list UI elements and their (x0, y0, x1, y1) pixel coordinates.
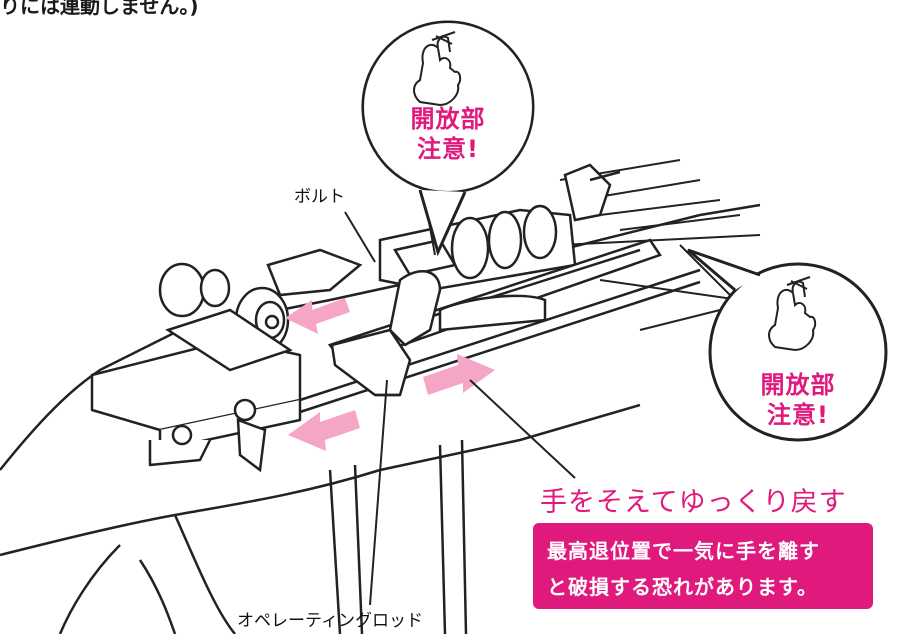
front-block (563, 163, 621, 222)
callout-2-text: 開放部 注意! (748, 370, 848, 430)
arrow-right (423, 354, 495, 395)
bolt-assembly (266, 204, 577, 297)
lower-parts (171, 398, 267, 473)
op-rod-leader (369, 379, 388, 606)
callout-1-text: 開放部 注意! (398, 104, 498, 164)
rear-sight (158, 262, 293, 372)
operating-rod-label: オペレーティングロッド (237, 611, 423, 631)
callout-2-line2: 注意! (767, 401, 829, 429)
bolt-label: ボルト (294, 187, 345, 207)
motion-arrows (285, 298, 495, 451)
callout-1-line1: 開放部 (410, 105, 486, 133)
op-rod-handle (330, 270, 442, 397)
warning-line-2: と破損する恐れがあります。 (547, 575, 818, 599)
headline: 手をそえてゆっくり戻す (540, 487, 847, 518)
warning-line-1: 最高退位置で一気に手を離す (547, 539, 820, 563)
arrow-left-lower (288, 410, 360, 451)
callout2-pointer (679, 244, 736, 301)
hand-leader (469, 379, 576, 479)
top-cut-text: りには連動しません。) (0, 0, 199, 18)
warning-box: 最高退位置で一気に手を離す と破損する恐れがあります。 (533, 523, 873, 609)
finger-icon-2 (768, 276, 817, 352)
bolt-leader (344, 211, 376, 263)
callout-2-line1: 開放部 (760, 371, 836, 399)
arrow-left-upper (285, 298, 350, 334)
callout-1-line2: 注意! (417, 135, 479, 163)
callout-bubbles (361, 20, 888, 442)
finger-icon-1 (413, 31, 462, 107)
